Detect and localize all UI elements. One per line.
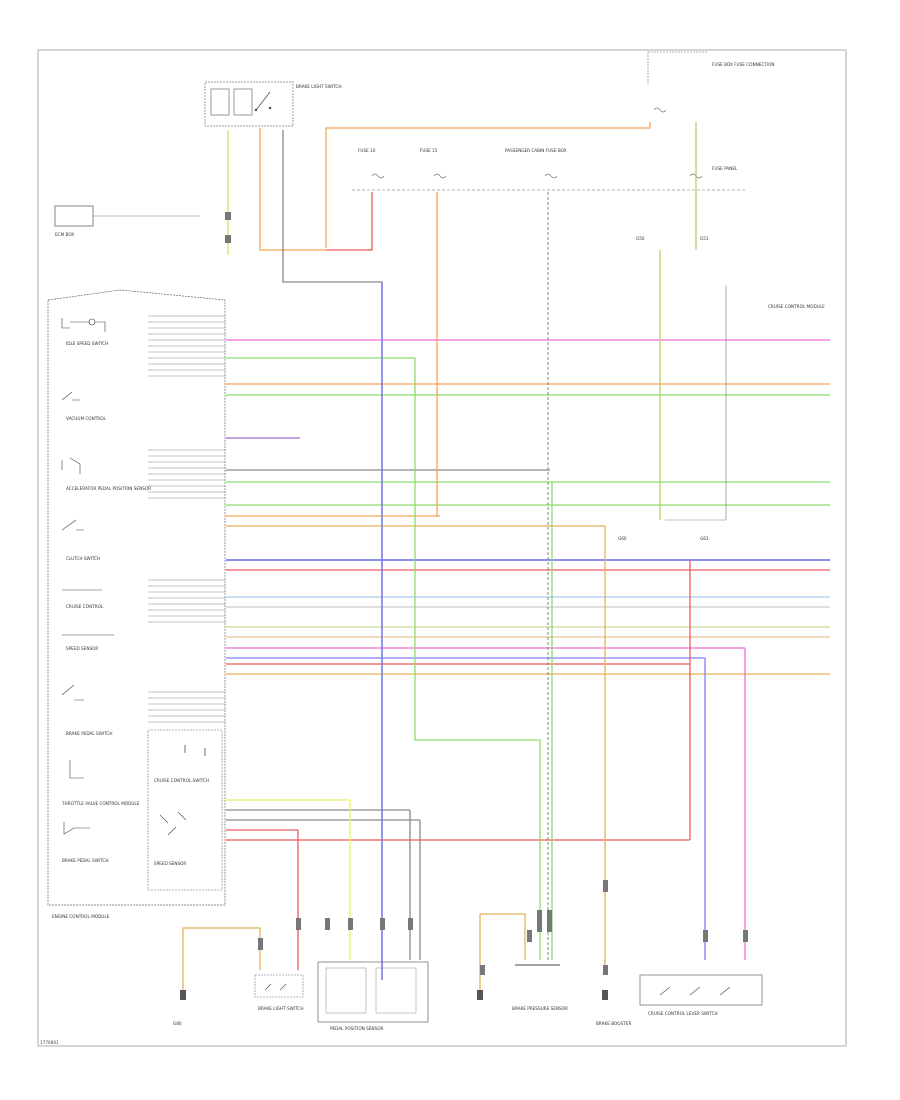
cruise-lever-switch: CRUISE CONTROL LEVER SWITCH xyxy=(639,974,763,1016)
brake-booster-label: BRAKE BOOSTER xyxy=(596,1021,631,1026)
g4-label: G61 xyxy=(700,536,709,541)
speed-sensor-right-label: SPEED SENSOR xyxy=(154,861,186,866)
pedal-position-sensor-label: PEDAL POSITION SENSOR xyxy=(330,1026,384,1031)
cruise-switch-label: CRUISE CONTROL SWITCH xyxy=(154,778,209,783)
fuse-panel-label: FUSE PANEL xyxy=(712,166,738,171)
throttle-label: THROTTLE VALVE CONTROL MODULE xyxy=(61,801,140,806)
clutch-switch-label: CLUTCH SWITCH xyxy=(66,556,100,561)
accel-pedal-label: ACCELERATOR PEDAL POSITION SENSOR xyxy=(66,486,151,491)
engine-control-module: ENGINE CONTROL MODULE xyxy=(47,289,226,919)
g5-label: G80 xyxy=(173,1021,182,1026)
g1-label: G50 xyxy=(636,236,645,241)
brake-pedal-switch-b-label: BRAKE PEDAL SWITCH xyxy=(66,731,112,736)
fuse-labels: FUSE 10 FUSE 15 PASSENGER CABIN FUSE BOX… xyxy=(358,148,738,171)
wire-orange-bl xyxy=(182,927,261,990)
wire-orange-brake xyxy=(259,128,326,251)
cruise-control-label: CRUISE CONTROL xyxy=(66,604,104,609)
fuse-symbols xyxy=(371,107,703,179)
wire-green-vert xyxy=(414,358,541,960)
ecm-box-small xyxy=(54,205,94,227)
brake-light-switch: BRAKE LIGHT SWITCH xyxy=(204,81,341,127)
ecm-pin-ticks xyxy=(148,315,225,723)
wire-orange-top xyxy=(325,122,651,248)
ecm-internal-components xyxy=(61,318,114,835)
speed-sensor-left-label: SPEED SENSOR xyxy=(66,646,98,651)
footer-code: 1776861 xyxy=(40,1040,59,1045)
g3-label: G60 xyxy=(618,536,627,541)
diagram-border xyxy=(37,49,847,1047)
fuse-box-fused-connection: FUSE BOX FUSE CONNECTION xyxy=(647,51,775,85)
speed-sensor-boxes: G50 G51 G60 G61 CRUISE CONTROL MODULE xyxy=(618,236,825,541)
wire-red-top xyxy=(326,192,373,251)
ground-right: BRAKE BOOSTER xyxy=(596,990,631,1026)
cruise-switch-module: CRUISE CONTROL SWITCH SPEED SENSOR xyxy=(147,729,223,891)
cruise-lever-label: CRUISE CONTROL LEVER SWITCH xyxy=(648,1011,718,1016)
fuse-15-label: FUSE 15 xyxy=(420,148,438,153)
vacuum-control-label: VACUUM CONTROL xyxy=(66,416,107,421)
brake-light-cluster: BRAKE LIGHT SWITCH xyxy=(254,974,303,1011)
cruise-control-module-label: CRUISE CONTROL MODULE xyxy=(768,304,825,309)
engine-control-module-label: ENGINE CONTROL MODULE xyxy=(52,914,110,919)
ecm-box-label: ECM BOX xyxy=(55,232,74,237)
pedal-position-sensor: PEDAL POSITION SENSOR xyxy=(317,961,429,1031)
horizontal-wires xyxy=(226,339,830,841)
passenger-cabin-fuse-label: PASSENGER CABIN FUSE BOX xyxy=(505,148,567,153)
g2-label: G51 xyxy=(700,236,709,241)
ground-middle xyxy=(477,990,483,1000)
brake-pedal-label: BRAKE PEDAL SWITCH xyxy=(62,858,108,863)
idle-speed-label: IDLE SPEED SWITCH xyxy=(66,341,108,346)
ground-left: G80 xyxy=(173,990,186,1026)
fuse-10-label: FUSE 10 xyxy=(358,148,376,153)
brake-light-cluster-label: BRAKE LIGHT SWITCH xyxy=(258,1006,303,1011)
brake-pressure-sensor: BRAKE PRESSURE SENSOR xyxy=(512,964,568,1011)
ecm-labels: IDLE SPEED SWITCH VACUUM CONTROL ACCELER… xyxy=(61,341,151,863)
vertical-wires xyxy=(182,122,746,990)
brake-pressure-sensor-label: BRAKE PRESSURE SENSOR xyxy=(512,1006,568,1011)
connector-markers xyxy=(225,212,748,975)
brake-light-switch-label: BRAKE LIGHT SWITCH xyxy=(296,84,341,89)
fuse-box-fused-connection-label: FUSE BOX FUSE CONNECTION xyxy=(712,62,775,67)
wire-tan-bl xyxy=(479,913,526,990)
